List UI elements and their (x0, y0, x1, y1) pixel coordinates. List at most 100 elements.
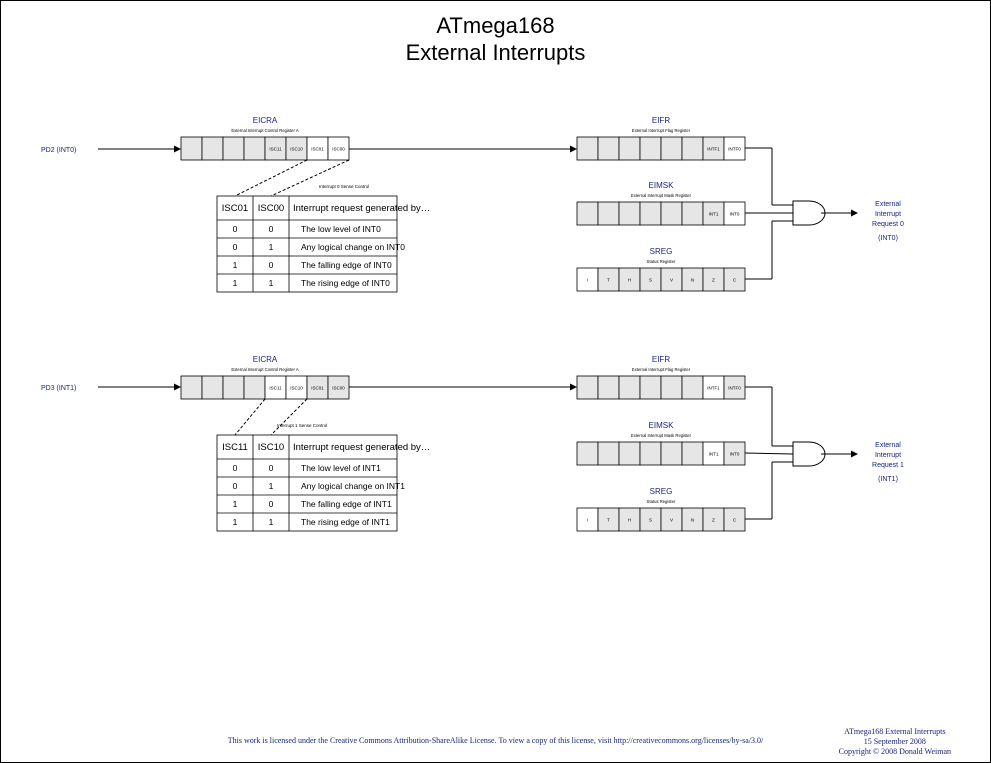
sec1-sense-dash-b (270, 398, 308, 436)
sec0-eifr-bit-cell (660, 136, 683, 161)
sec1-eimsk-subtitle: External Interrupt Mask Register (631, 433, 692, 438)
sec0-cell: 1 (269, 242, 274, 252)
sec0-eicra-bit-label: ISC01 (311, 147, 324, 152)
sec0-eicra-register: EICRA External Interrupt Control Register… (180, 116, 350, 161)
sec0-cell: 0 (233, 224, 238, 234)
sec1-eicra-bit-cell (201, 375, 224, 400)
sec1-cell: 1 (269, 481, 274, 491)
sec1-output-line4: (INT1) (878, 476, 898, 483)
sec1-cell: The rising edge of INT1 (301, 517, 390, 527)
sec0-eicra-bit-cell (201, 136, 224, 161)
sec1-eicra-bit-cell (222, 375, 245, 400)
sec1-eifr-bit-cell (639, 375, 662, 400)
sec0-sense-dash-b (270, 159, 350, 197)
sec0-eifr-bit-label: INTF0 (728, 147, 741, 152)
sec1-sreg-bit-label: S (649, 518, 652, 523)
credit-title: ATmega168 External Interrupts (844, 727, 946, 736)
sec1-output-line2: Interrupt (875, 452, 901, 459)
sec1-sreg-bit-label: T (607, 518, 610, 523)
sec0-output-line1: External (875, 201, 901, 208)
sec0-sreg-bit-label: V (670, 278, 673, 283)
sec1-eicra-subtitle: External Interrupt Control Register A (231, 367, 298, 372)
title-line-1: ATmega168 (436, 13, 555, 38)
sec1-eifr-name: EIFR (652, 355, 670, 364)
sec0-output-line2: Interrupt (875, 211, 901, 218)
sec1-gate-out-arrow (851, 450, 858, 458)
sec0-cell: 0 (269, 260, 274, 270)
diagram-title: ATmega168 External Interrupts (0, 12, 991, 66)
sec1-sreg-bit-label: C (733, 518, 737, 523)
sec1-eifr-bit-cell (660, 375, 683, 400)
sec0-cell: 1 (233, 278, 238, 288)
sec0-eifr-bit-cell (639, 136, 662, 161)
sec1-eifr-bit-label: INTF0 (728, 386, 741, 391)
sec0-eicra-bit-label: ISC00 (332, 147, 345, 152)
sec1-sreg-bit-label: I (587, 518, 588, 523)
sec0-sreg-bit-label: H (628, 278, 631, 283)
sec1-eicra-bit-cell (180, 375, 203, 400)
sec1-gate-in-b-wire (744, 452, 794, 455)
sec1-header-cell: ISC11 (222, 442, 248, 453)
sec0-eicra-bit-cell (222, 136, 245, 161)
sec1-eifr-arrow (570, 383, 577, 391)
sec1-sreg-bit-label: V (670, 518, 673, 523)
sec0-eifr-arrow (570, 145, 577, 153)
sec1-cell: Any logical change on INT1 (301, 481, 405, 491)
sec1-eicra-bit-label: ISC00 (332, 386, 345, 391)
sec0-cell: The falling edge of INT0 (301, 260, 392, 270)
sec0-sreg-bit-label: C (733, 278, 737, 283)
sec1-eifr-bit-cell (597, 375, 620, 400)
sec0-eicra-bit-label: ISC11 (269, 147, 282, 152)
sec1-eimsk-bit-label: INT0 (730, 452, 740, 457)
sec0-cell: Any logical change on INT0 (301, 242, 405, 252)
sec1-eicra-name: EICRA (253, 355, 278, 364)
sec1-pin-arrow (174, 383, 181, 391)
sec0-eicra-subtitle: External Interrupt Control Register A (231, 128, 298, 133)
sec1-eicra-register: EICRA External Interrupt Control Register… (180, 355, 350, 400)
sec0-eimsk-bit-cell (639, 201, 662, 226)
sec0-cell: The low level of INT0 (301, 224, 381, 234)
sec1-eimsk-bit-cell (660, 441, 683, 466)
sec0-sreg-bit-label: Z (712, 278, 715, 283)
sec0-cell: 1 (233, 260, 238, 270)
sec0-pin-arrow (174, 145, 181, 153)
sec0-sreg-bit-label: N (691, 278, 694, 283)
sec1-eifr-bit-cell (618, 375, 641, 400)
sec1-cell: The low level of INT1 (301, 463, 381, 473)
credit-block: ATmega168 External Interrupts 15 Septemb… (839, 727, 951, 757)
sec0-output-line4: (INT0) (878, 235, 898, 242)
sec1-sreg-name: SREG (650, 487, 673, 496)
sec0-eimsk-name: EIMSK (649, 181, 675, 190)
sec1-header-cell: Interrupt request generated by… (293, 442, 430, 453)
sec0-cell: 1 (269, 278, 274, 288)
sec0-eifr-bit-cell (597, 136, 620, 161)
sec1-eimsk-bit-cell (681, 441, 704, 466)
sec0-sreg-subtitle: Status Register (647, 259, 676, 264)
sec1-sense-label: Interrupt 1 Sense Control (277, 423, 327, 428)
sec0-eicra-bit-cell (180, 136, 203, 161)
sec1-eifr-subtitle: External Interrupt Flag Register (632, 367, 691, 372)
sec1-pin-label: PD3 (INT1) (41, 385, 76, 392)
sec0-sense-dash-a (234, 159, 308, 197)
sec0-table-border (216, 195, 398, 293)
license-note: This work is licensed under the Creative… (227, 736, 764, 745)
sec1-eicra-bit-label: ISC10 (290, 386, 303, 391)
sec0-eifr-subtitle: External Interrupt Flag Register (632, 128, 691, 133)
sec1-eifr-register: EIFR External Interrupt Flag RegisterINTF… (576, 355, 746, 400)
sec0-eicra-bit-label: ISC10 (290, 147, 303, 152)
sec0-and-gate (792, 200, 826, 226)
sec1-eimsk-bit-cell (576, 441, 599, 466)
sec1-eicra-bit-cell (243, 375, 266, 400)
sec1-eicra-bit-label: ISC01 (311, 386, 324, 391)
sec0-eicra-name: EICRA (253, 116, 278, 125)
sec1-eimsk-name: EIMSK (649, 421, 675, 430)
sec0-eicra-bit-cell (243, 136, 266, 161)
sec1-cell: 1 (233, 517, 238, 527)
sec1-cell: 0 (233, 481, 238, 491)
sec0-sreg-bit-label: T (607, 278, 610, 283)
sec0-eifr-bit-label: INTF1 (707, 147, 720, 152)
